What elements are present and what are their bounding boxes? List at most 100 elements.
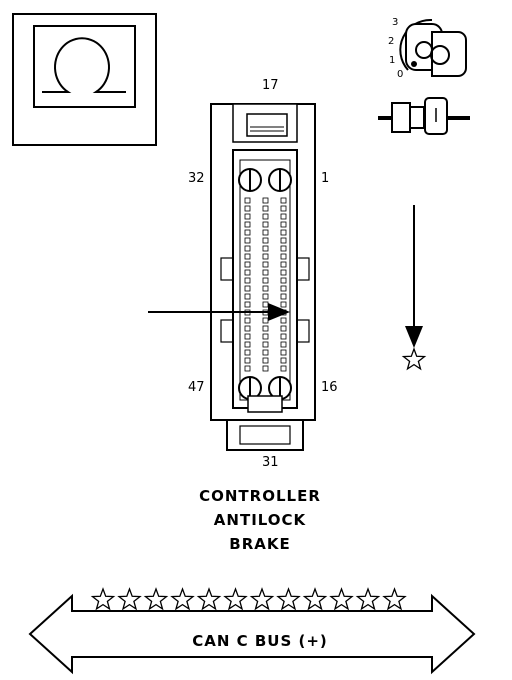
- pin-cavity: [244, 349, 251, 356]
- omega-symbol-icon: [12, 13, 157, 146]
- pin-cavity: [244, 317, 251, 324]
- pin-cavity: [280, 357, 287, 364]
- pin-cavity: [280, 293, 287, 300]
- pin-cavity: [244, 269, 251, 276]
- pin-cavity: [244, 293, 251, 300]
- component-name-line-1: CONTROLLER: [199, 487, 321, 505]
- pin-cavity: [280, 261, 287, 268]
- connector-body: [210, 103, 316, 451]
- star-icon: [382, 587, 407, 611]
- pin-cavity: [262, 293, 269, 300]
- pin-label-bottom: 31: [262, 455, 279, 470]
- pin-label-top-left: 32: [188, 171, 205, 186]
- bus-stars-row: [90, 587, 407, 611]
- pin-label-bottom-left: 47: [188, 380, 205, 395]
- switch-plug-icon: [378, 97, 470, 135]
- star-icon: [90, 587, 116, 611]
- pin-cavity: [262, 205, 269, 212]
- pin-cavity: [280, 221, 287, 228]
- pin-cavity: [244, 333, 251, 340]
- pin-cavity: [262, 301, 269, 308]
- pin-cavity: [262, 213, 269, 220]
- pin-cavity: [280, 317, 287, 324]
- pin-cavity: [262, 357, 269, 364]
- pin-cavity: [262, 237, 269, 244]
- pin-cavity: [280, 197, 287, 204]
- pin-cavity: [244, 253, 251, 260]
- pin-cavity: [262, 221, 269, 228]
- pin-cavity: [280, 365, 287, 372]
- pin-cavity: [280, 349, 287, 356]
- pin-cavity: [280, 213, 287, 220]
- star-icon: [249, 587, 275, 611]
- star-icon: [355, 587, 381, 611]
- pin-cavity: [244, 213, 251, 220]
- pin-cavity: [244, 261, 251, 268]
- pin-cavity: [244, 357, 251, 364]
- pin-cavity: [244, 365, 251, 372]
- pin-cavity: [262, 285, 269, 292]
- pin-cavity: [262, 365, 269, 372]
- pin-label-bottom-right: 16: [321, 380, 338, 395]
- reference-star-icon: [401, 347, 427, 371]
- pin-cavity: [280, 253, 287, 260]
- pin-cavity: [280, 341, 287, 348]
- can-bus-arrow: [28, 593, 476, 675]
- pin-cavity: [280, 269, 287, 276]
- pin-cavity: [280, 205, 287, 212]
- pin-cavity: [280, 285, 287, 292]
- pin-label-top: 17: [262, 78, 279, 93]
- component-name-line-3: BRAKE: [229, 535, 291, 553]
- pin-cavity: [280, 333, 287, 340]
- pin-cavity: [262, 277, 269, 284]
- component-name-line-2: ANTILOCK: [213, 511, 307, 529]
- pin-cavity: [280, 237, 287, 244]
- pin-cavity: [244, 341, 251, 348]
- pin-cavity: [280, 229, 287, 236]
- star-icon: [276, 587, 301, 611]
- pin-cavity: [244, 197, 251, 204]
- star-icon: [223, 587, 248, 611]
- pin-cavity: [262, 325, 269, 332]
- pin-cavity: [262, 349, 269, 356]
- ignition-position-2: 2: [388, 36, 394, 47]
- pin-cavity: [280, 277, 287, 284]
- star-icon: [117, 587, 142, 611]
- can-bus-label: CAN C BUS (+): [192, 632, 328, 650]
- pin-cavity: [262, 341, 269, 348]
- pin-cavity: [280, 245, 287, 252]
- pin-label-top-right: 1: [321, 171, 330, 186]
- pin-cavity: [262, 253, 269, 260]
- pin-cavity: [262, 317, 269, 324]
- pin-cavity: [262, 245, 269, 252]
- pin-cavity: [280, 301, 287, 308]
- pin-cavity: [262, 229, 269, 236]
- pin-cavity: [244, 205, 251, 212]
- pin-cavity: [262, 197, 269, 204]
- pin-cavity: [244, 277, 251, 284]
- pin-cavity: [262, 261, 269, 268]
- pin-cavity-grid: [244, 197, 287, 372]
- ignition-position-3: 3: [392, 17, 398, 28]
- pin-cavity: [244, 229, 251, 236]
- pin-cavity: [244, 237, 251, 244]
- pointer-arrow: [148, 303, 290, 321]
- pin-cavity: [262, 269, 269, 276]
- ignition-position-1: 1: [389, 55, 395, 66]
- star-icon: [170, 587, 195, 611]
- pin-cavity: [262, 333, 269, 340]
- ignition-key-icon: [399, 18, 467, 77]
- pin-cavity: [244, 221, 251, 228]
- down-arrow: [405, 205, 423, 348]
- star-icon: [329, 587, 354, 611]
- pin-cavity: [244, 285, 251, 292]
- pin-cavity: [280, 325, 287, 332]
- pin-cavity: [244, 325, 251, 332]
- pin-cavity: [244, 301, 251, 308]
- star-icon: [143, 587, 169, 611]
- pin-cavity: [244, 245, 251, 252]
- star-icon: [302, 587, 328, 611]
- star-icon: [401, 347, 427, 371]
- star-icon: [196, 587, 222, 611]
